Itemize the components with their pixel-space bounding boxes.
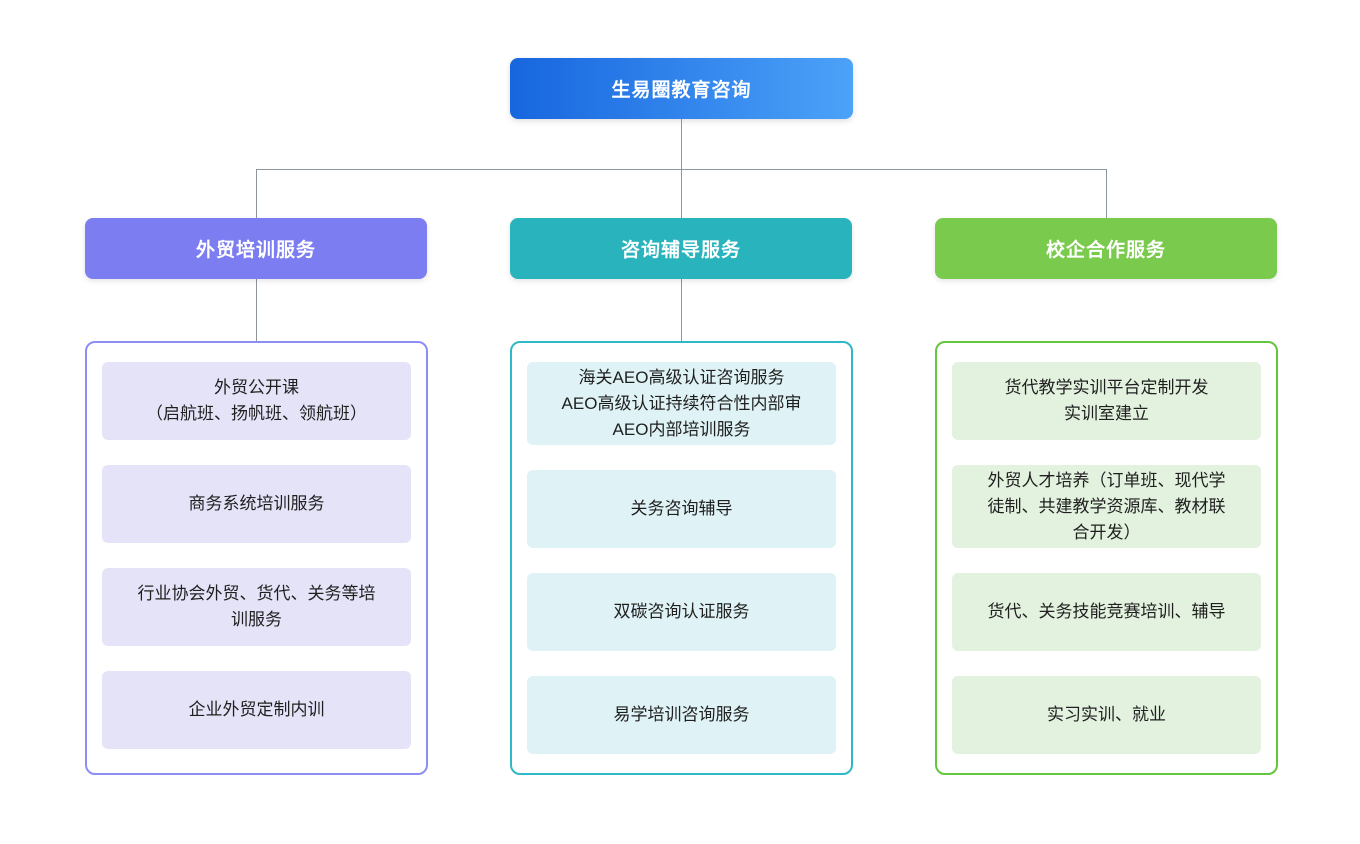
service-item-label: 行业协会外贸、货代、关务等培 训服务 <box>137 584 376 629</box>
service-item: 商务系统培训服务 <box>102 465 411 543</box>
connector-drop-middle <box>681 169 682 218</box>
category-header-foreign-trade-training: 外贸培训服务 <box>85 218 427 279</box>
service-item: 货代、关务技能竞赛培训、辅导 <box>952 573 1261 651</box>
service-item: 易学培训咨询服务 <box>527 676 836 754</box>
service-item-label: 货代教学实训平台定制开发 实训室建立 <box>1004 378 1209 423</box>
service-item-label: 货代、关务技能竞赛培训、辅导 <box>987 602 1226 621</box>
category-header-label: 外贸培训服务 <box>195 240 316 261</box>
group-consulting-coaching: 海关AEO高级认证咨询服务 AEO高级认证持续符合性内部审 AEO内部培训服务 … <box>510 341 853 775</box>
connector-subgroup-middle <box>681 279 682 341</box>
category-header-label: 咨询辅导服务 <box>620 240 741 261</box>
category-header-label: 校企合作服务 <box>1045 240 1166 261</box>
service-item: 行业协会外贸、货代、关务等培 训服务 <box>102 568 411 646</box>
service-item-label: 关务咨询辅导 <box>630 499 733 518</box>
service-item: 关务咨询辅导 <box>527 470 836 548</box>
service-item: 外贸公开课 （启航班、扬帆班、领航班） <box>102 362 411 440</box>
root-node: 生易圈教育咨询 <box>510 58 853 119</box>
group-foreign-trade-training: 外贸公开课 （启航班、扬帆班、领航班） 商务系统培训服务 行业协会外贸、货代、关… <box>85 341 428 775</box>
service-item: 实习实训、就业 <box>952 676 1261 754</box>
connector-drop-right <box>1106 169 1107 218</box>
service-item-label: 企业外贸定制内训 <box>188 700 325 719</box>
category-header-school-enterprise-cooperation: 校企合作服务 <box>935 218 1277 279</box>
category-header-consulting-coaching: 咨询辅导服务 <box>510 218 852 279</box>
service-item-label: 外贸公开课 （启航班、扬帆班、领航班） <box>146 378 367 423</box>
service-item: 双碳咨询认证服务 <box>527 573 836 651</box>
service-item-label: 外贸人才培养（订单班、现代学 徒制、共建教学资源库、教材联 合开发） <box>987 470 1226 542</box>
connector-drop-left <box>256 169 257 218</box>
service-item-label: 易学培训咨询服务 <box>613 705 750 724</box>
service-item: 企业外贸定制内训 <box>102 671 411 749</box>
group-school-enterprise-cooperation: 货代教学实训平台定制开发 实训室建立 外贸人才培养（订单班、现代学 徒制、共建教… <box>935 341 1278 775</box>
service-item: 外贸人才培养（订单班、现代学 徒制、共建教学资源库、教材联 合开发） <box>952 465 1261 548</box>
root-node-label: 生易圈教育咨询 <box>611 80 752 101</box>
service-item: 海关AEO高级认证咨询服务 AEO高级认证持续符合性内部审 AEO内部培训服务 <box>527 362 836 445</box>
connector-subgroup-left <box>256 279 257 341</box>
service-item-label: 商务系统培训服务 <box>188 494 325 513</box>
service-item-label: 双碳咨询认证服务 <box>613 602 750 621</box>
connector-root-stem <box>681 119 682 169</box>
service-item: 货代教学实训平台定制开发 实训室建立 <box>952 362 1261 440</box>
service-item-label: 实习实训、就业 <box>1047 705 1166 724</box>
service-item-label: 海关AEO高级认证咨询服务 AEO高级认证持续符合性内部审 AEO内部培训服务 <box>561 367 802 439</box>
